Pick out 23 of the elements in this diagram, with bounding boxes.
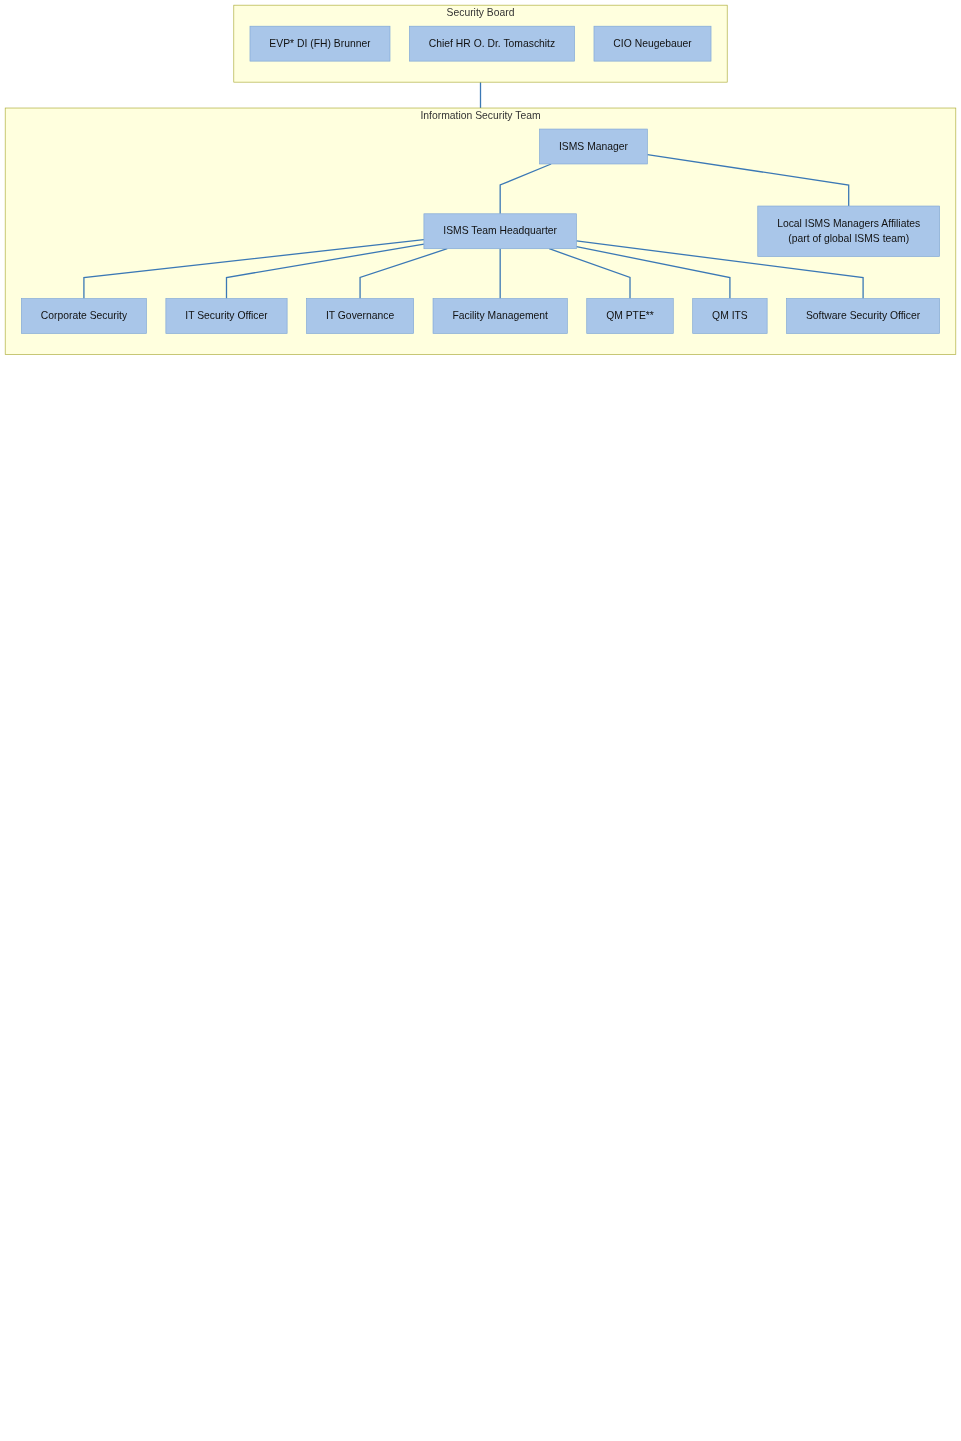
node-box: ISMS Manager — [539, 128, 648, 165]
connector — [83, 239, 425, 300]
node-box: Chief HR O. Dr. Tomaschitz — [409, 25, 575, 62]
node-box: QM PTE** — [586, 298, 674, 334]
connector — [359, 248, 448, 300]
node-box: QM ITS — [692, 298, 768, 334]
node-box: IT Governance — [306, 298, 414, 334]
node-box: Corporate Security — [21, 298, 147, 334]
connector — [499, 248, 501, 300]
node-box: CIO Neugebauer — [593, 25, 712, 62]
connector — [575, 245, 731, 300]
node-box: EVP* DI (FH) Brunner — [249, 25, 391, 62]
node-box: Facility Management — [432, 298, 568, 334]
node-box: Local ISMS Managers Affiliates (part of global ISMS team) — [757, 205, 940, 257]
node-box: ISMS Team Headquarter — [423, 213, 577, 250]
node-box: Software Security Officer — [786, 298, 940, 334]
connector — [499, 163, 552, 215]
connector — [548, 248, 631, 300]
connector — [575, 240, 864, 300]
connector — [225, 243, 425, 300]
connector — [479, 81, 482, 109]
connector — [646, 154, 850, 207]
node-box: IT Security Officer — [165, 298, 288, 334]
